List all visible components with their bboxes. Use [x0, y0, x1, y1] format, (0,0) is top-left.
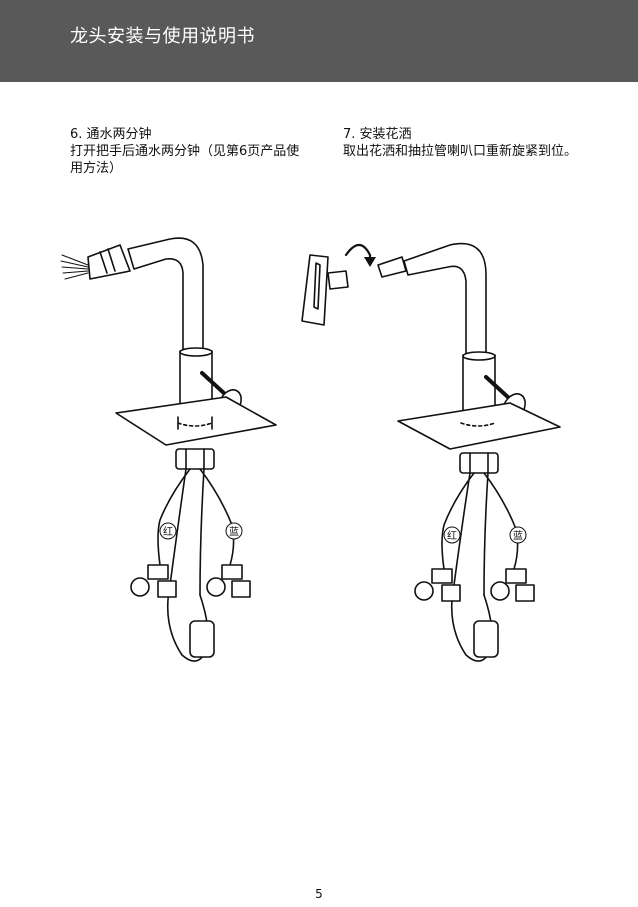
step-7-instruction: 7. 安装花洒 取出花洒和抽拉管喇叭口重新旋紧到位。 — [343, 126, 583, 160]
angle-valve-right-icon — [206, 564, 251, 598]
shower-head-installation-illustration: 红 蓝 — [301, 242, 561, 662]
step-7-body: 取出花洒和抽拉管喇叭口重新旋紧到位。 — [343, 144, 578, 159]
step-6-heading: 6. 通水两分钟 — [70, 127, 152, 142]
page-number: 5 — [315, 887, 323, 901]
step-6-body: 打开把手后通水两分钟（见第6页产品使用方法） — [70, 144, 300, 176]
hot-hose-label-2: 红 — [447, 529, 457, 542]
angle-valve-right-2-icon — [490, 568, 535, 602]
angle-valve-left-2-icon — [414, 568, 461, 602]
page-header: 龙头安装与使用说明书 — [0, 0, 638, 82]
cold-hose-label-2: 蓝 — [513, 530, 523, 542]
water-spray-icon — [60, 254, 89, 280]
document-title: 龙头安装与使用说明书 — [70, 26, 255, 47]
step-6-instruction: 6. 通水两分钟 打开把手后通水两分钟（见第6页产品使用方法） — [70, 126, 300, 177]
step-7-heading: 7. 安装花洒 — [343, 127, 412, 142]
angle-valve-left-icon — [130, 564, 177, 598]
hot-hose-label: 红 — [163, 525, 173, 538]
rotate-arrow-icon — [344, 243, 372, 263]
faucet-flushing-illustration: 红 蓝 — [60, 237, 277, 662]
cold-hose-label: 蓝 — [229, 526, 239, 538]
spray-head-icon — [301, 254, 349, 326]
